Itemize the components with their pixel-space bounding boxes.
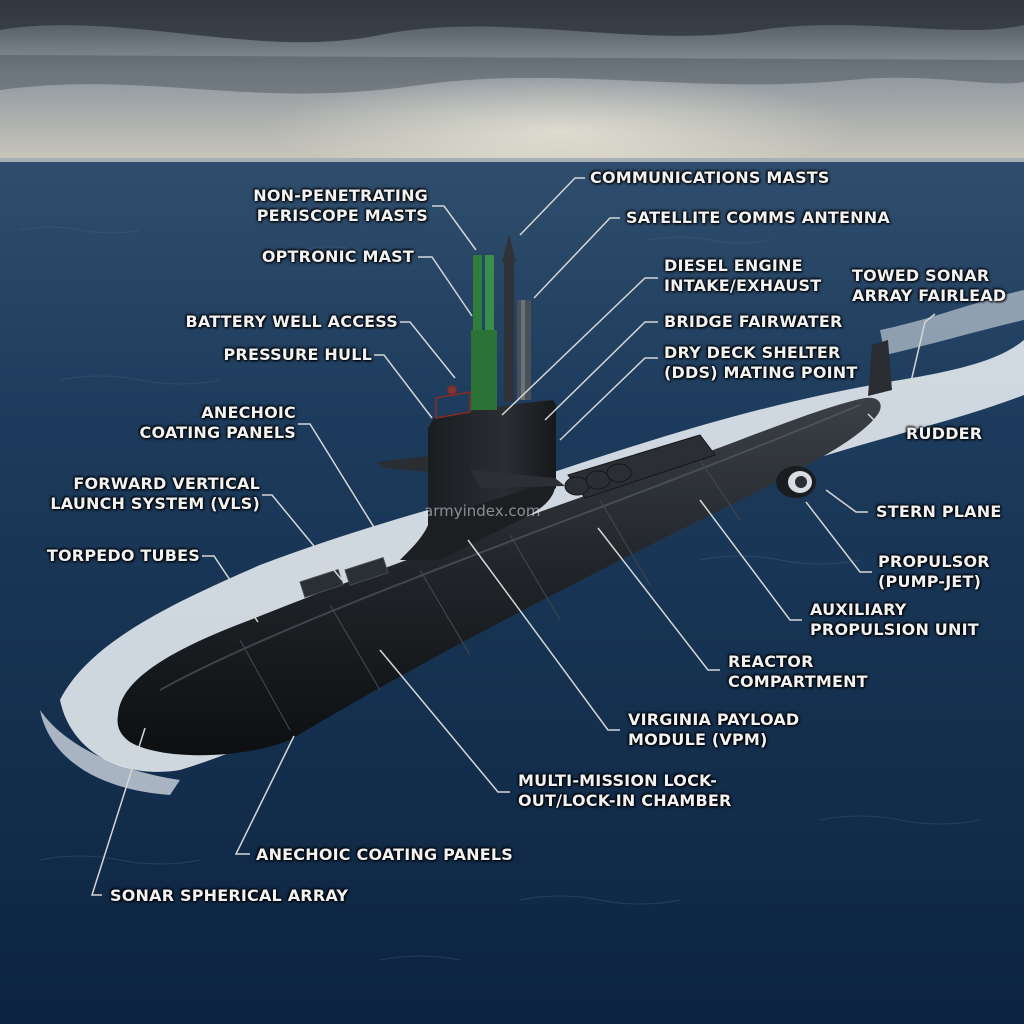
sail <box>428 400 556 540</box>
vls-hatches <box>299 557 389 598</box>
label-auxiliary-propulsion-unit: AUXILIARY PROPULSION UNIT <box>810 600 979 639</box>
cloud-bank <box>0 0 1024 43</box>
label-forward-vls: FORWARD VERTICAL LAUNCH SYSTEM (VLS) <box>50 474 260 513</box>
label-satellite-comms-antenna: SATELLITE COMMS ANTENNA <box>626 208 890 227</box>
leader-line <box>400 321 456 379</box>
label-dry-deck-shelter: DRY DECK SHELTER (DDS) MATING POINT <box>664 343 858 382</box>
leader-line <box>533 217 620 299</box>
hull-panel-seams <box>239 459 741 731</box>
label-virginia-payload-module: VIRGINIA PAYLOAD MODULE (VPM) <box>628 710 800 749</box>
leader-lines <box>90 177 936 896</box>
label-stern-plane: STERN PLANE <box>876 502 1002 521</box>
vpm-tubes <box>564 434 716 499</box>
label-lockout-chamber: MULTI-MISSION LOCK- OUT/LOCK-IN CHAMBER <box>518 771 732 810</box>
label-reactor-compartment: REACTOR COMPARTMENT <box>728 652 868 691</box>
leader-line <box>909 313 936 387</box>
label-optronic-mast: OPTRONIC MAST <box>261 247 414 266</box>
leader-line <box>867 413 898 435</box>
leader-line <box>519 177 585 236</box>
hull-highlight <box>159 404 861 691</box>
leader-line <box>418 256 473 317</box>
wave-texture <box>19 226 981 961</box>
label-battery-well-access: BATTERY WELL ACCESS <box>185 312 398 331</box>
leader-line <box>825 489 868 513</box>
horizon <box>0 158 1024 162</box>
leader-line <box>90 727 146 896</box>
label-diesel-engine-intake-exhaust: DIESEL ENGINE INTAKE/EXHAUST <box>664 256 822 295</box>
leader-line <box>374 354 433 419</box>
leader-line <box>805 501 872 573</box>
label-torpedo-tubes: TORPEDO TUBES <box>46 546 200 565</box>
rudder <box>868 340 892 396</box>
watermark: armyindex.com <box>424 502 541 520</box>
cloud-bank <box>0 55 1024 94</box>
label-non-penetrating-periscope-masts: NON-PENETRATING PERISCOPE MASTS <box>253 186 428 225</box>
label-bridge-fairwater: BRIDGE FAIRWATER <box>664 312 843 331</box>
sail-plane-left <box>376 456 428 472</box>
sail-plane-right <box>470 470 565 488</box>
sun-glow <box>260 60 860 180</box>
label-towed-sonar-array-fairlead: TOWED SONAR ARRAY FAIRLEAD <box>852 266 1007 305</box>
leader-line <box>544 321 658 421</box>
leader-line <box>262 494 343 581</box>
leader-line <box>467 539 620 731</box>
bridge-railing <box>435 385 471 419</box>
label-anechoic-coating-panels-lower: ANECHOIC COATING PANELS <box>256 845 513 864</box>
masts <box>471 234 531 410</box>
leader-line <box>432 205 477 251</box>
label-sonar-spherical-array: SONAR SPHERICAL ARRAY <box>110 886 349 905</box>
leader-line <box>699 499 802 621</box>
leader-line <box>559 357 658 441</box>
label-pressure-hull: PRESSURE HULL <box>223 345 372 364</box>
leader-line <box>234 735 295 855</box>
label-rudder: RUDDER <box>906 424 983 443</box>
label-anechoic-coating-panels-upper: ANECHOIC COATING PANELS <box>139 403 296 442</box>
label-propulsor: PROPULSOR (PUMP-JET) <box>878 552 990 591</box>
label-communications-masts: COMMUNICATIONS MASTS <box>590 168 830 187</box>
leader-line <box>202 555 259 623</box>
leader-line <box>298 423 386 546</box>
leader-line <box>501 277 658 416</box>
hull <box>117 397 881 756</box>
leader-line <box>379 649 510 793</box>
propulsor-unit <box>776 466 816 498</box>
leader-line <box>597 527 720 671</box>
sail-fillet <box>400 480 556 560</box>
